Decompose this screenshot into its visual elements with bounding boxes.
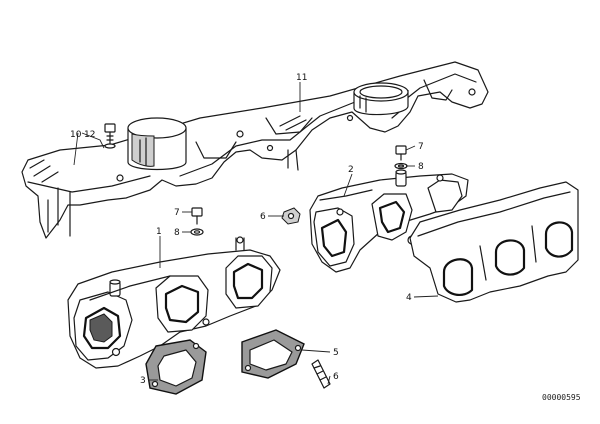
callout-4: 4	[406, 293, 412, 303]
stud-6-bottom	[311, 359, 331, 389]
callout-6-nut: 6	[260, 212, 266, 222]
shield-bolt-12	[104, 123, 116, 149]
callout-1: 1	[156, 227, 162, 237]
callout-10: 10	[70, 130, 82, 140]
heat-shield-sleeve-left	[127, 117, 187, 171]
document-id: 00000595	[542, 393, 581, 402]
nut-6-middle	[281, 207, 301, 225]
callout-5: 5	[333, 348, 339, 358]
callout-labels: 10 12 11 2 7 8 6 7 8 1 4 3 5 6	[70, 73, 424, 386]
callout-3: 3	[140, 376, 146, 386]
bolt-7-front	[190, 207, 204, 236]
callout-8-front: 8	[174, 228, 180, 238]
callout-2: 2	[348, 165, 354, 175]
callout-6-stud: 6	[333, 372, 339, 382]
manifold-heat-shield-plate	[409, 181, 579, 303]
callout-7-front: 7	[174, 208, 180, 218]
exhaust-manifold-rear	[309, 169, 469, 273]
callout-8-rear: 8	[418, 162, 424, 172]
heat-shield-sleeve-right	[353, 82, 409, 116]
exhaust-manifold-front	[67, 236, 281, 369]
gasket-5	[241, 329, 305, 379]
leader-lines	[73, 82, 439, 385]
bolt-7-rear	[394, 145, 408, 170]
gasket-3	[145, 339, 207, 395]
callout-7-rear: 7	[418, 142, 424, 152]
callout-12: 12	[84, 130, 95, 140]
callout-11: 11	[296, 73, 307, 83]
